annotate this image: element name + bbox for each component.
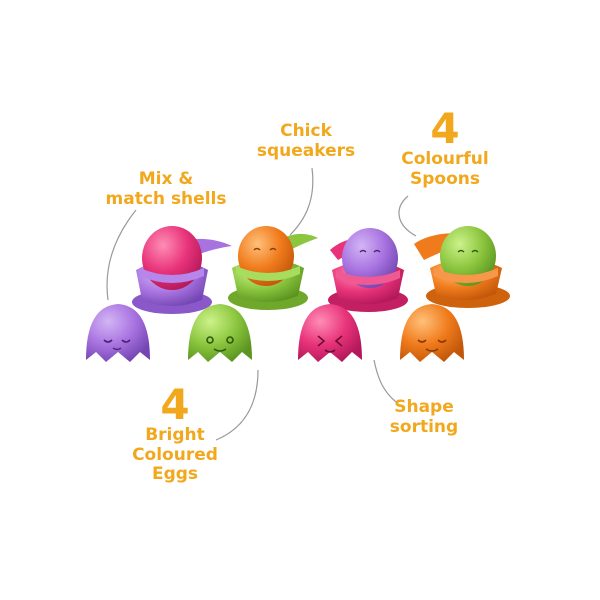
pink-egg-shell xyxy=(298,304,362,362)
pink-cup-purple-egg xyxy=(328,228,408,312)
label-eggs-number: 4 xyxy=(160,380,190,429)
label-shape-line2: sorting xyxy=(389,416,459,437)
green-cup-orange-egg xyxy=(228,226,318,310)
label-bright-coloured-eggs: 4 Bright Coloured Eggs xyxy=(120,384,230,485)
label-eggs-line1: Bright xyxy=(145,425,205,445)
label-eggs-line3: Eggs xyxy=(151,464,199,485)
connector-eggs xyxy=(215,369,259,441)
label-spoons-line1: Colourful xyxy=(401,149,489,169)
label-mix-match-shells: Mix & match shells xyxy=(98,169,234,209)
label-mix-line2: match shells xyxy=(105,188,227,209)
label-chick-line1: Chick xyxy=(280,121,332,141)
connector-lines xyxy=(106,167,417,441)
label-spoons-number: 4 xyxy=(430,104,460,153)
label-shape-line1: Shape xyxy=(394,397,454,417)
label-eggs-line2: Coloured xyxy=(132,444,218,465)
connector-chick xyxy=(289,167,314,236)
purple-cup-pink-egg xyxy=(132,226,232,314)
orange-egg-shell xyxy=(400,304,464,362)
label-chick-squeakers: Chick squeakers xyxy=(246,121,366,161)
connector-shape xyxy=(373,359,397,403)
green-egg-shell xyxy=(188,304,252,362)
connector-mix xyxy=(106,209,137,301)
label-mix-line1: Mix & xyxy=(138,169,194,189)
label-chick-line2: squeakers xyxy=(256,140,356,161)
orange-cup-green-egg xyxy=(414,226,510,308)
purple-egg-shell xyxy=(86,304,150,362)
label-spoons-line2: Spoons xyxy=(410,168,480,189)
label-shape-sorting: Shape sorting xyxy=(382,397,466,437)
connector-spoons xyxy=(398,195,417,237)
label-colourful-spoons: 4 Colourful Spoons xyxy=(390,108,500,189)
